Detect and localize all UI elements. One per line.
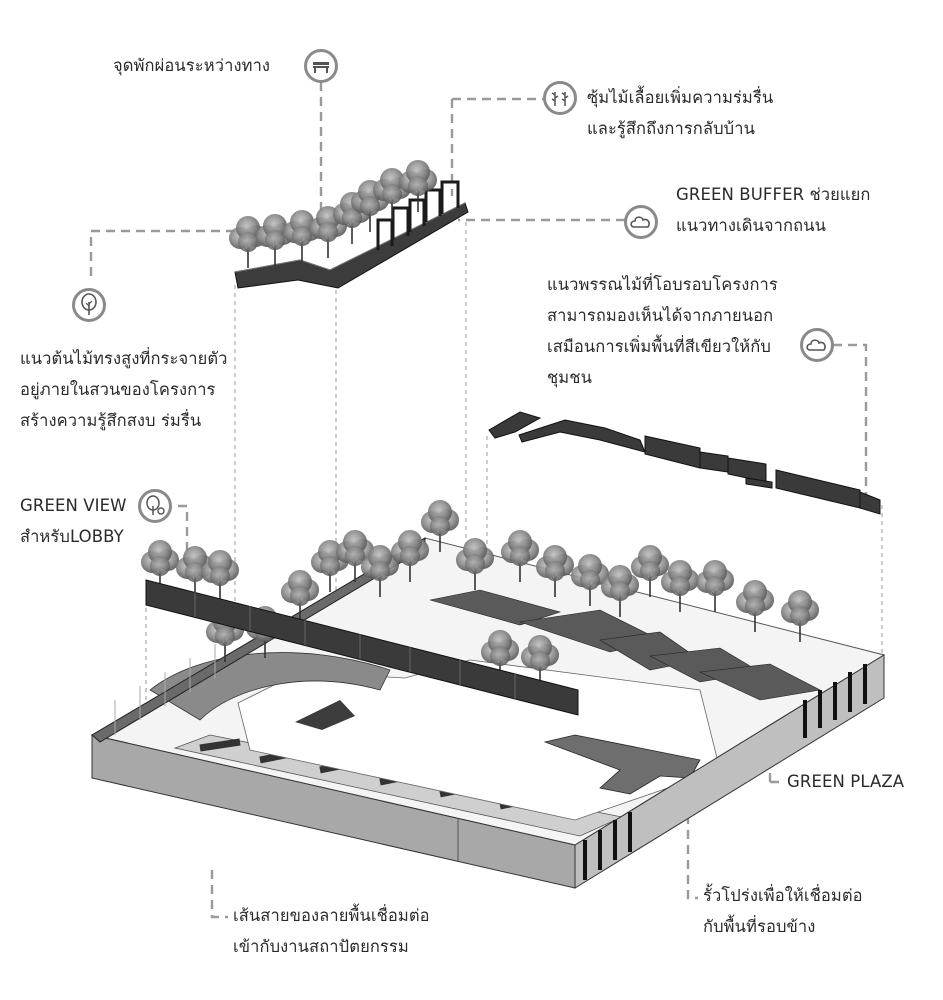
perimeter-planter-layer: [488, 411, 881, 515]
upper-green-buffer-layer: [228, 159, 469, 289]
perimeter-planting-label: แนวพรรณไม้ที่โอบรอบโครงการ สามารถมองเห็น…: [547, 275, 778, 387]
vine-tunnel-icon: [543, 81, 577, 115]
green-plaza-label: GREEN PLAZA: [787, 772, 905, 791]
tree-icon: [72, 288, 106, 322]
green-view-planter-bar: [145, 579, 579, 716]
green-buffer-label: GREEN BUFFER ช่วยแยก แนวทางเดินจากถนน: [676, 185, 871, 235]
tall-trees-label: แนวต้นไม้ทรงสูงที่กระจายตัว อยู่ภายในสวน…: [20, 349, 228, 430]
bench-icon: [304, 49, 338, 83]
site-base: [90, 537, 886, 889]
rest-stop-label: จุดพักผ่อนระหว่างทาง: [113, 56, 271, 75]
tree-view-icon: [138, 489, 172, 523]
cloud-bush-icon: [624, 205, 658, 239]
paving-lines-label: เส้นสายของลายพื้นเชื่อมต่อ เข้ากับงานสถา…: [233, 906, 430, 956]
cloud-bush-icon: [800, 328, 834, 362]
green-view-label: GREEN VIEW สำหรับLOBBY: [20, 496, 127, 546]
vine-tunnel-label: ซุ้มไม้เลื้อยเพิ่มความร่มรื่น และรู้สึกถ…: [587, 88, 774, 138]
open-fence-label: รั้วโปร่งเพื่อให้เชื่อมต่อ กับพื้นที่รอบ…: [703, 886, 863, 936]
